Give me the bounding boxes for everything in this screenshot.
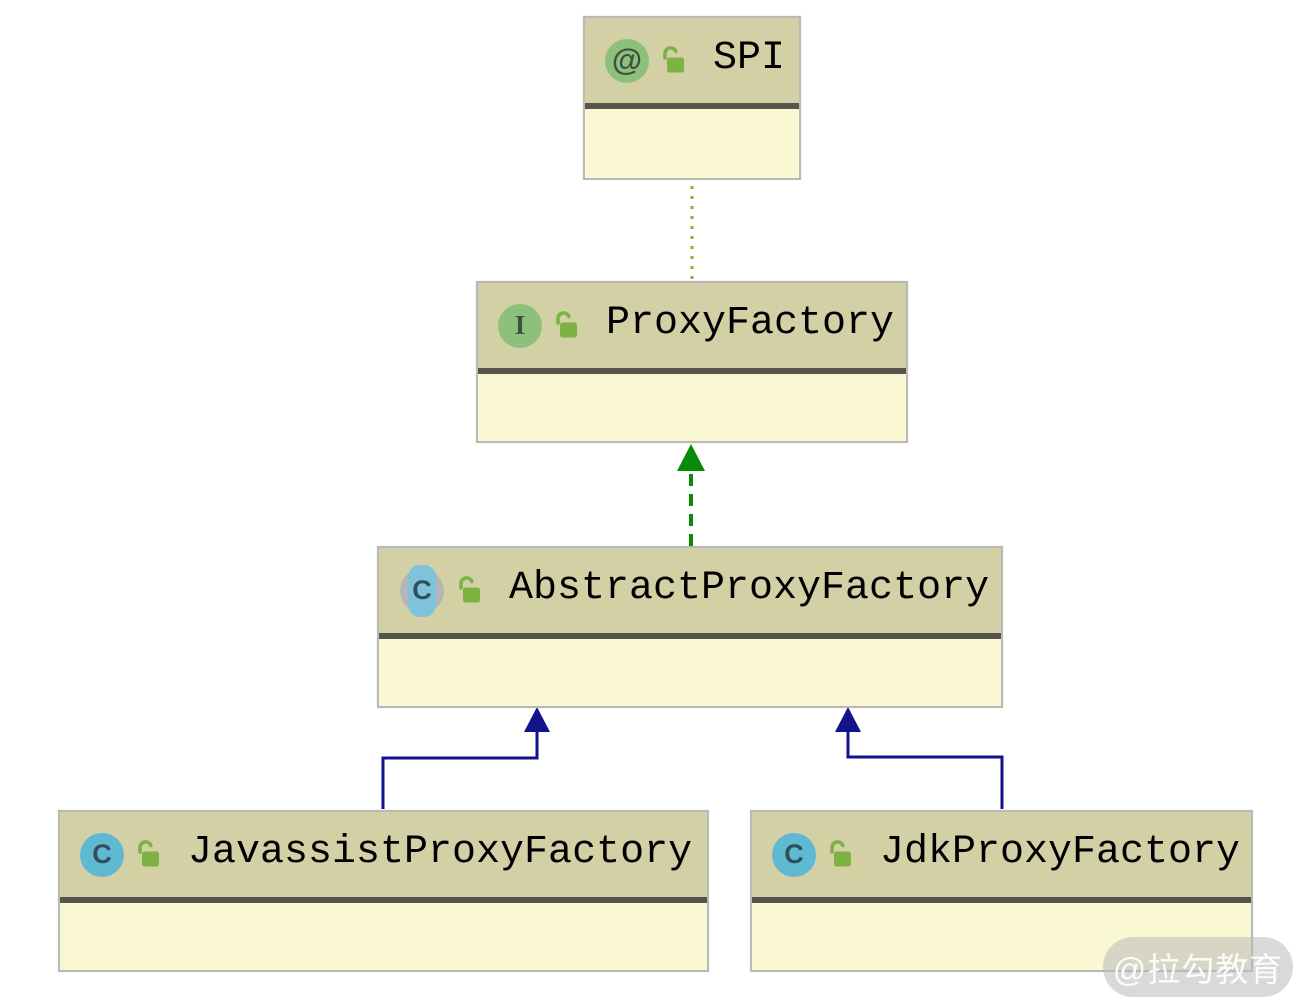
uml-node-javassist-proxy-factory[interactable]: C JavassistProxyFactory [58,810,709,972]
open-lock-icon [556,310,577,337]
class-pill [408,564,436,617]
uml-node-proxy-factory[interactable]: I ProxyFactory [476,281,908,443]
node-separator [60,897,707,903]
node-title: JdkProxyFactory [880,829,1241,875]
node-header: C JdkProxyFactory [752,812,1251,897]
open-lock-icon [138,839,159,866]
node-header: C AbstractProxyFactory [379,548,1001,633]
edge-generalization-right-arrowhead [835,707,861,732]
class-icon-letter: C [412,575,432,605]
open-lock-icon [663,45,684,72]
node-title: SPI [713,35,786,81]
node-header: C JavassistProxyFactory [60,812,707,897]
watermark-text: @拉勾教育 [1112,951,1284,988]
uml-node-abstract-proxy-factory[interactable]: C AbstractProxyFactory [377,546,1003,708]
node-separator [752,897,1251,903]
node-title: ProxyFactory [606,300,895,346]
node-members-section [379,639,1001,706]
open-lock-icon [830,839,851,866]
node-separator [585,103,799,109]
node-header: @ SPI [585,18,799,103]
node-title: AbstractProxyFactory [509,565,990,611]
abstract-class-icon: C [399,564,445,617]
watermark-badge: @拉勾教育 [1103,937,1293,997]
node-members-section [585,109,799,178]
edge-generalization-left-line [381,710,539,809]
node-header: I ProxyFactory [478,283,906,368]
class-icon-letter: C [784,839,804,869]
node-members-section [60,903,707,970]
class-icon: C [772,832,816,877]
node-separator [379,633,1001,639]
uml-node-spi[interactable]: @ SPI [583,16,801,180]
class-icon: C [80,832,124,877]
annotation-icon-letter: @ [611,42,643,77]
edge-generalization-left-arrowhead [524,707,550,732]
node-separator [478,368,906,374]
node-members-section [478,374,906,441]
open-lock-icon [459,575,480,602]
interface-icon-letter: I [514,310,526,340]
class-icon-letter: C [92,839,112,869]
edge-generalization-right-line [846,710,1004,809]
annotation-icon: @ [605,38,649,83]
edge-realization-arrowhead [677,444,705,471]
interface-icon: I [498,303,542,348]
node-title: JavassistProxyFactory [188,829,693,875]
